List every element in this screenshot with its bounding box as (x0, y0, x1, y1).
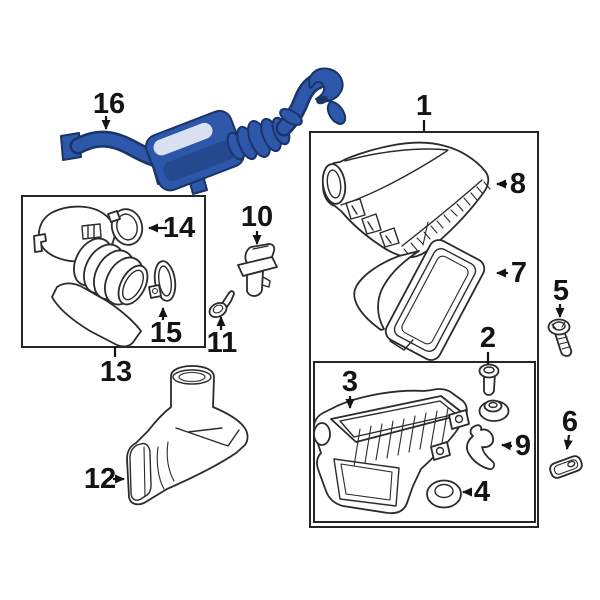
callout-3: 3 (342, 366, 358, 409)
intake-hose-box (21, 195, 206, 348)
part-number-label-6: 6 (562, 406, 578, 438)
part-number-label-5: 5 (553, 275, 569, 307)
air-cleaner-assembly-box (309, 131, 539, 528)
callout-7: 7 (496, 257, 527, 289)
callout-1: 1 (416, 90, 432, 131)
callout-4: 4 (462, 476, 490, 508)
part-number-label-7: 7 (511, 257, 527, 289)
callout-6: 6 (562, 406, 578, 450)
callout-layer: 16 1 8 7 2 3 94 5 6 10 11 12 13 14 15 (84, 88, 578, 508)
part-12-air-intake-duct[interactable] (126, 365, 249, 506)
part-number-label-3: 3 (342, 366, 358, 398)
part-8-air-cleaner-cover[interactable] (320, 141, 491, 259)
part-number-label-8: 8 (510, 168, 526, 200)
part-6-bracket-clip[interactable] (548, 454, 583, 479)
callout-8: 8 (496, 168, 526, 200)
callout-9: 9 (501, 430, 531, 462)
part-number-label-4: 4 (474, 476, 490, 508)
air-cleaner-housing-box (313, 361, 536, 523)
callout-11: 11 (207, 316, 238, 359)
part-number-label-2: 2 (480, 322, 496, 354)
callout-5: 5 (553, 275, 569, 318)
callout-9-leader (501, 441, 513, 451)
part-number-label-12: 12 (84, 463, 116, 495)
part-14-clamp[interactable] (107, 206, 146, 248)
part-number-label-14: 14 (163, 212, 195, 244)
callout-13: 13 (100, 347, 132, 388)
part-3-air-cleaner-housing[interactable] (312, 388, 470, 515)
part-2-stud-and-grommet[interactable] (478, 363, 510, 422)
callout-14: 14 (148, 212, 195, 244)
part-7-air-filter[interactable] (353, 236, 488, 363)
callout-16: 16 (93, 88, 125, 130)
part-13-intake-hose[interactable] (33, 205, 153, 348)
group-boxes (21, 131, 539, 528)
callout-10: 10 (241, 201, 273, 245)
part-15-hose-clamp[interactable] (148, 260, 178, 302)
callout-15: 15 (150, 307, 182, 349)
part-number-label-16: 16 (93, 88, 125, 120)
callout-6-leader (563, 434, 573, 450)
part-number-label-13: 13 (100, 356, 132, 388)
part-number-label-1: 1 (416, 90, 432, 122)
part-4-grommet[interactable] (426, 479, 462, 509)
part-9-bracket[interactable] (466, 424, 496, 470)
part-number-label-15: 15 (150, 317, 182, 349)
part-number-label-10: 10 (241, 201, 273, 233)
part-10-resonator[interactable] (237, 243, 278, 297)
part-number-label-11: 11 (207, 327, 238, 359)
part-16-intake-hose-assembly[interactable] (60, 67, 347, 195)
part-5-bolt[interactable] (547, 318, 573, 357)
callout-12: 12 (84, 463, 125, 495)
part-number-label-9: 9 (515, 430, 531, 462)
part-11-pin-bolt[interactable] (207, 290, 235, 320)
callout-2: 2 (480, 322, 496, 364)
